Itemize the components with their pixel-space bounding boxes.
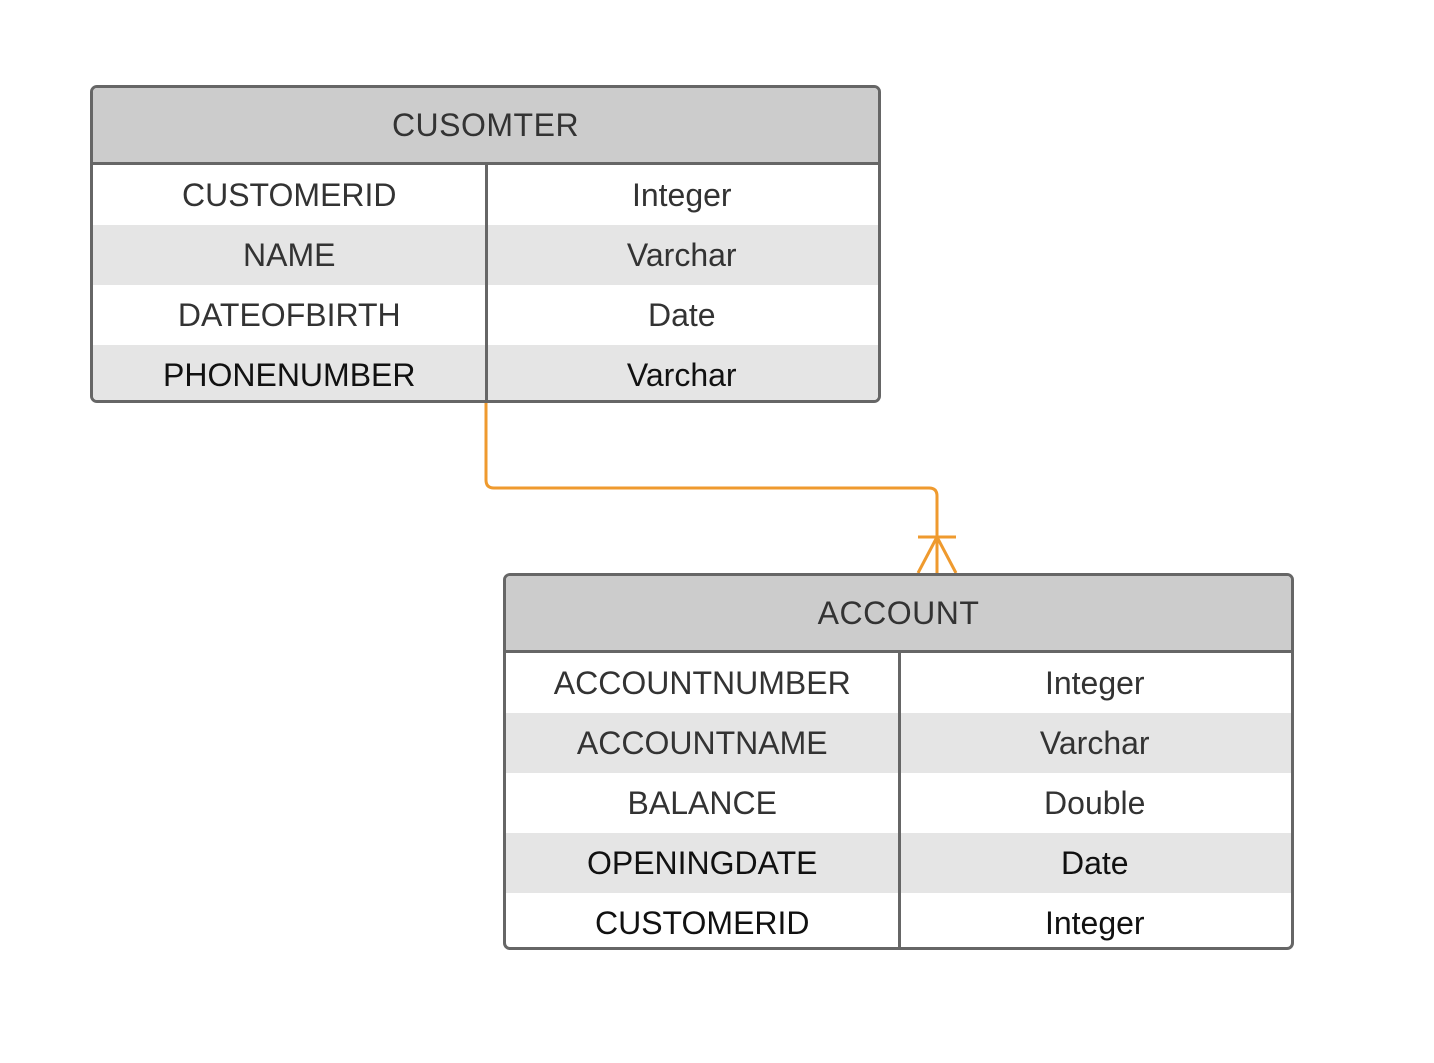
account-entity-table[interactable]: ACCOUNT ACCOUNTNUMBER Integer ACCOUNTNAM… <box>503 573 1294 950</box>
field-name: CUSTOMERID <box>594 904 810 941</box>
account-entity-fields: ACCOUNTNUMBER Integer ACCOUNTNAME Varcha… <box>506 653 1291 947</box>
crowfoot-left-mark <box>916 536 939 574</box>
customer-entity-title: CUSOMTER <box>93 88 878 165</box>
field-name: ACCOUNTNAME <box>576 724 828 761</box>
field-name: OPENINGDATE <box>586 844 818 881</box>
field-name: PHONENUMBER <box>163 356 416 393</box>
field-row: CUSTOMERID Integer <box>506 893 1291 947</box>
field-row: DATEOFBIRTH Date <box>93 285 878 345</box>
column-divider <box>485 165 488 400</box>
field-type: Varchar <box>626 236 737 273</box>
field-type: Integer <box>631 176 732 213</box>
field-name: DATEOFBIRTH <box>177 296 401 333</box>
field-type: Date <box>647 296 716 333</box>
column-divider <box>898 653 901 947</box>
field-name: NAME <box>243 236 336 273</box>
field-row: CUSTOMERID Integer <box>93 165 878 225</box>
field-row: ACCOUNTNUMBER Integer <box>506 653 1291 713</box>
relationship-line <box>484 403 939 573</box>
account-entity-title: ACCOUNT <box>506 576 1291 653</box>
customer-entity-fields: CUSTOMERID Integer NAME Varchar DATEOFBI… <box>93 165 878 400</box>
customer-entity-table[interactable]: CUSOMTER CUSTOMERID Integer NAME Varchar… <box>90 85 881 403</box>
field-name: ACCOUNTNUMBER <box>553 664 851 701</box>
field-type: Varchar <box>626 356 737 393</box>
crowfoot-right-mark <box>935 536 958 574</box>
field-type: Integer <box>1044 664 1145 701</box>
field-type: Date <box>1060 844 1129 881</box>
field-type: Integer <box>1044 904 1145 941</box>
field-row: BALANCE Double <box>506 773 1291 833</box>
field-type: Varchar <box>1039 724 1150 761</box>
field-name: CUSTOMERID <box>181 176 397 213</box>
field-name: BALANCE <box>627 784 777 821</box>
field-type: Double <box>1044 784 1146 821</box>
